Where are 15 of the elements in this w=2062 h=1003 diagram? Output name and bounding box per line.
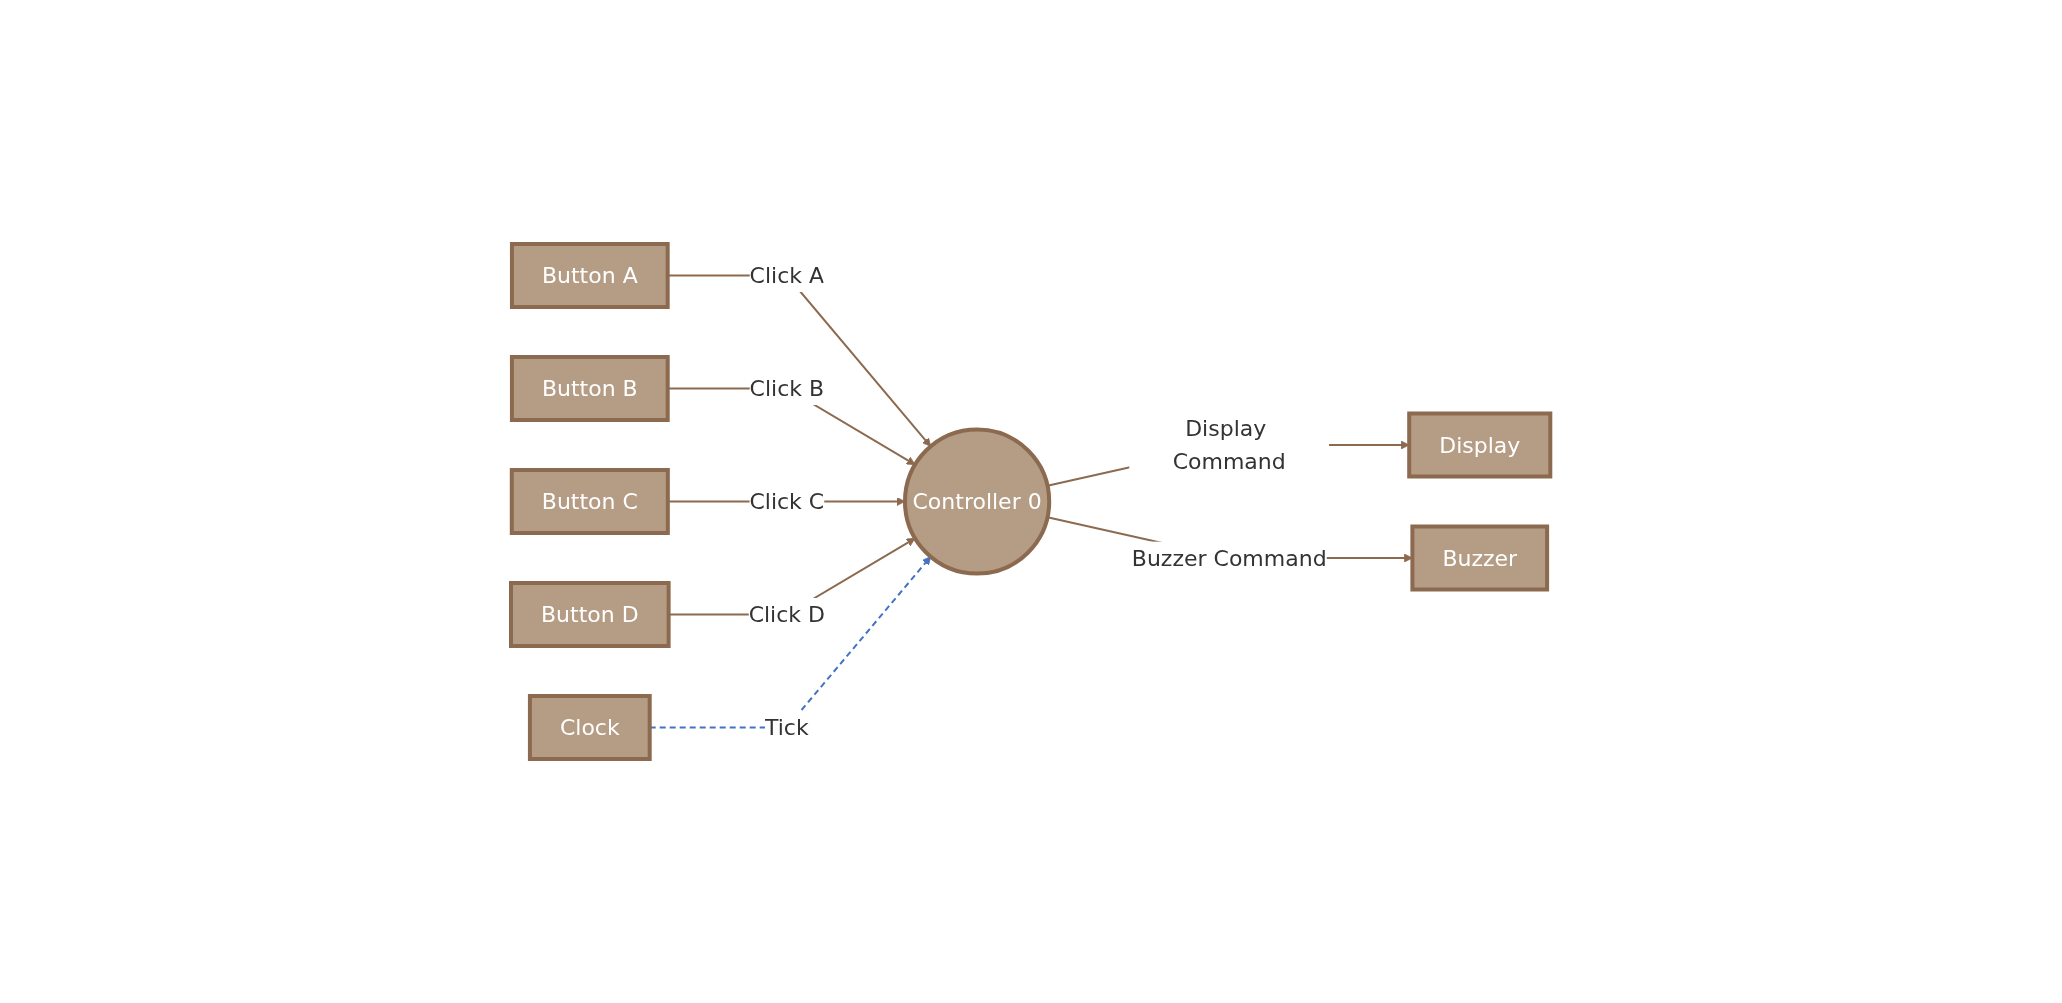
node-box: Button A	[510, 242, 670, 309]
edge-label: Buzzer Command	[1132, 545, 1327, 571]
edge-label: Click B	[749, 376, 825, 401]
edge-label: Tick	[765, 715, 810, 740]
node-box: Button D	[509, 581, 671, 648]
edge-label: Click A	[749, 263, 825, 288]
node-box: Clock	[528, 694, 653, 761]
edge-label: Click C	[749, 489, 825, 514]
node-box: Button B	[510, 355, 671, 422]
node-circle: Controller 0	[903, 427, 1052, 576]
node-box: Buzzer	[1410, 524, 1550, 592]
edge-label: Click D	[748, 602, 826, 627]
node-box: Display	[1407, 411, 1553, 479]
node-box: Button C	[510, 468, 671, 535]
edge-label: Display Command	[1173, 416, 1287, 474]
